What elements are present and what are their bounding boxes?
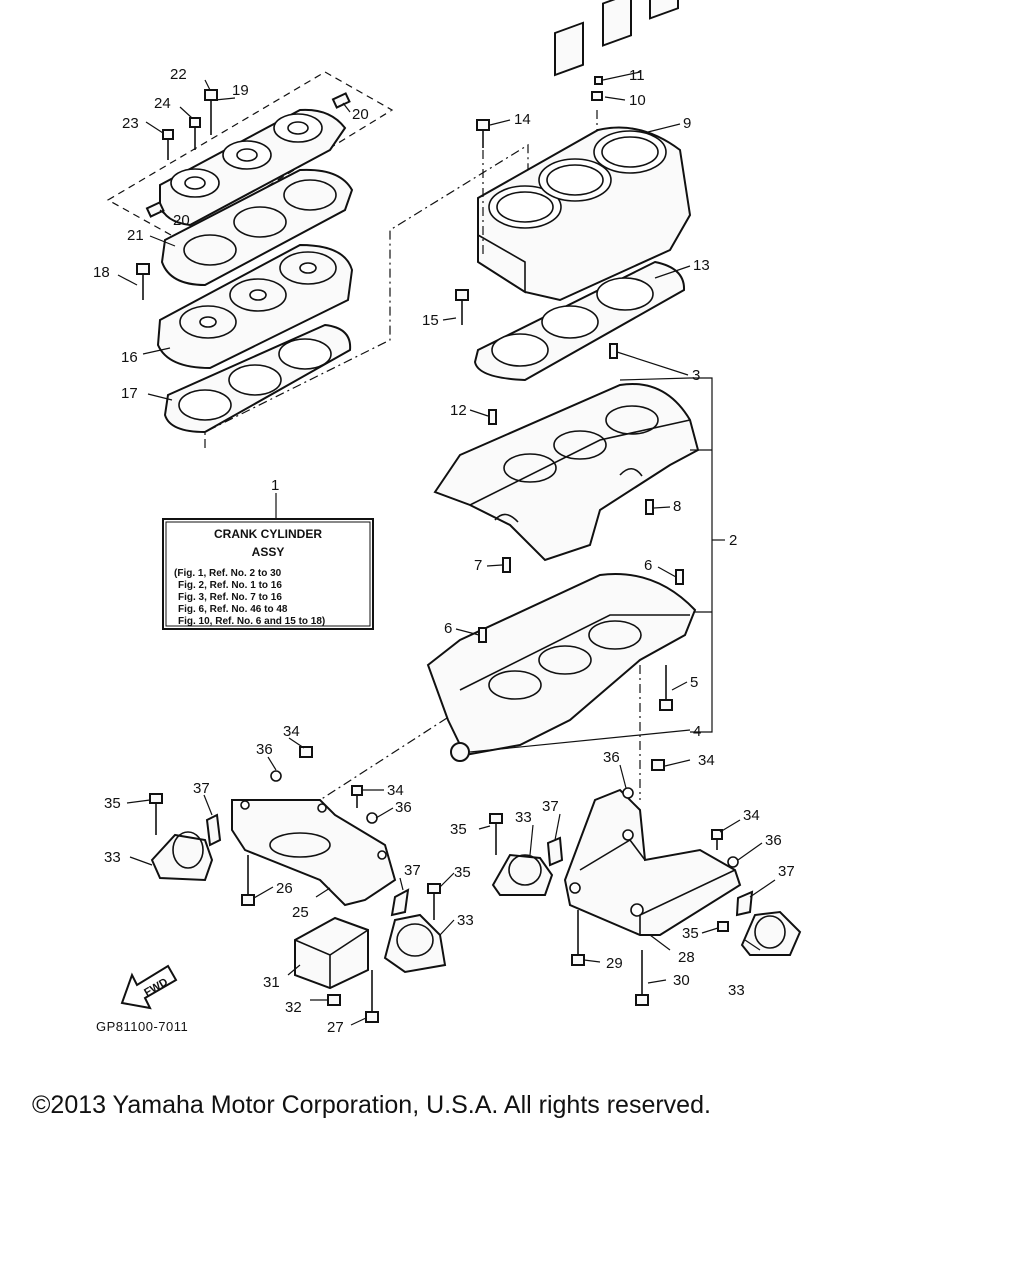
callout-17: 17: [121, 385, 138, 402]
callout-29: 29: [606, 955, 623, 972]
callout-10: 10: [629, 92, 646, 109]
callout-21: 21: [127, 227, 144, 244]
head-plate-part: [160, 168, 354, 287]
callout-37: 37: [404, 862, 421, 879]
callout-27: 27: [327, 1019, 344, 1036]
leader-lines: [117, 71, 776, 1026]
callout-26: 26: [276, 880, 293, 897]
callout-25: 25: [292, 904, 309, 921]
center-rubber-mount-part: [383, 913, 447, 974]
callout-30: 30: [673, 972, 690, 989]
callout-23: 23: [122, 115, 139, 132]
callout-33: 33: [104, 849, 121, 866]
callout-3: 3: [692, 367, 700, 384]
callout-14: 14: [514, 111, 531, 128]
callout-5: 5: [690, 674, 698, 691]
cylinder-block-part: [477, 0, 692, 302]
exploded-parts-diagram: CRANK CYLINDER ASSY (Fig. 1, Ref. No. 2 …: [93, 0, 802, 1036]
diagram-code: GP81100-7011: [96, 1019, 188, 1034]
label-box-ref: (Fig. 1, Ref. No. 2 to 30: [174, 568, 282, 579]
callout-33: 33: [728, 982, 745, 999]
callout-24: 24: [154, 95, 171, 112]
label-box-ref: Fig. 10, Ref. No. 6 and 15 to 18): [178, 616, 325, 627]
right-mount-bracket-part: [563, 788, 742, 936]
callout-12: 12: [450, 402, 467, 419]
crankcase-lower-part: [426, 573, 697, 762]
forward-arrow-icon: FWD: [120, 964, 178, 1010]
callout-35: 35: [454, 864, 471, 881]
callout-6: 6: [644, 557, 652, 574]
cylinder-head-part: [156, 243, 354, 370]
callout-11: 11: [629, 67, 645, 84]
callout-13: 13: [693, 257, 710, 274]
callout-34: 34: [283, 723, 300, 740]
electrical-box-part: [294, 916, 369, 990]
callout-32: 32: [285, 999, 302, 1016]
cylinder-gasket-part: [473, 260, 686, 382]
label-box-ref: Fig. 3, Ref. No. 7 to 16: [178, 592, 282, 603]
callout-1: 1: [271, 477, 279, 494]
callout-36: 36: [603, 749, 620, 766]
left-rubber-mount-part: [150, 831, 214, 882]
alignment-line-crankcase: [319, 717, 448, 801]
callout-35: 35: [104, 795, 121, 812]
label-box-ref: Fig. 2, Ref. No. 1 to 16: [178, 580, 282, 591]
callout-37: 37: [193, 780, 210, 797]
callout-36: 36: [395, 799, 412, 816]
label-box-ref: Fig. 6, Ref. No. 46 to 48: [178, 604, 288, 615]
callout-36: 36: [256, 741, 273, 758]
callout-7: 7: [474, 557, 482, 574]
right-mount-bolts: [489, 759, 739, 1006]
head-cover-dashed-group: [106, 71, 394, 241]
head-bolts: [136, 89, 351, 300]
callout-33: 33: [515, 809, 532, 826]
assembly-label-box: CRANK CYLINDER ASSY (Fig. 1, Ref. No. 2 …: [162, 518, 374, 630]
callout-16: 16: [121, 349, 138, 366]
clips: [205, 813, 754, 917]
callout-19: 19: [232, 82, 249, 99]
callout-37: 37: [778, 863, 795, 880]
callout-6: 6: [444, 620, 452, 637]
callout-33: 33: [457, 912, 474, 929]
callout-bracket-2-3-4: [690, 377, 713, 733]
callout-28: 28: [678, 949, 695, 966]
callout-numbers: 1 2 3 4 5 6 6 7 8 9 10 11 12 13 14 15 16…: [93, 66, 795, 1036]
label-box-title: CRANK CYLINDER: [214, 527, 322, 541]
cylinder-bolts: [455, 76, 603, 325]
callout-34: 34: [387, 782, 404, 799]
crankcase-upper-part: [433, 383, 700, 562]
callout-2: 2: [729, 532, 737, 549]
left-mount-bolts: [149, 746, 441, 1023]
callout-22: 22: [170, 66, 187, 83]
callout-34: 34: [698, 752, 715, 769]
callout-15: 15: [422, 312, 439, 329]
callout-4: 4: [693, 723, 701, 740]
dowel-pins: [488, 343, 654, 573]
callout-20: 20: [352, 106, 369, 123]
callout-35: 35: [682, 925, 699, 942]
crankcase-pins: [478, 569, 684, 711]
callout-20: 20: [173, 212, 190, 229]
callout-8: 8: [673, 498, 681, 515]
right-rubber-mount-upper-part: [491, 853, 554, 896]
callout-35: 35: [450, 821, 467, 838]
head-gasket-part: [163, 323, 352, 434]
callout-18: 18: [93, 264, 110, 281]
left-mount-bracket-part: [231, 799, 397, 907]
copyright-notice: ©2013 Yamaha Motor Corporation, U.S.A. A…: [32, 1091, 711, 1119]
callout-9: 9: [683, 115, 691, 132]
callout-31: 31: [263, 974, 280, 991]
callout-37: 37: [542, 798, 559, 815]
callout-34: 34: [743, 807, 760, 824]
label-box-subtitle: ASSY: [252, 545, 285, 559]
head-cover-part: [159, 108, 347, 227]
alignment-line-head: [204, 143, 529, 448]
right-rubber-mount-lower-part: [740, 910, 802, 956]
callout-36: 36: [765, 832, 782, 849]
